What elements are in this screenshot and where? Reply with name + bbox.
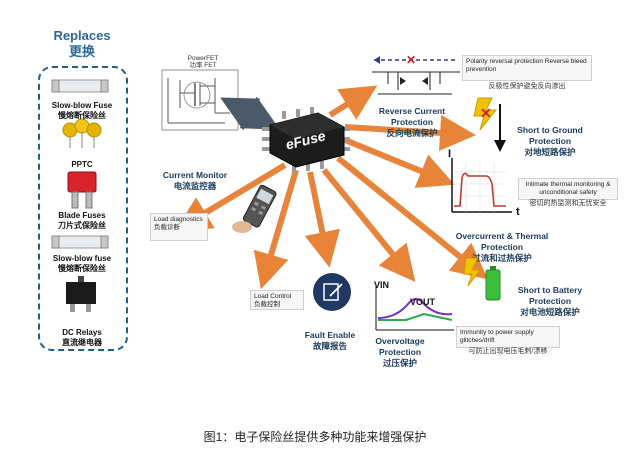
func-short-ground-cn: 对地短路保护: [524, 147, 576, 157]
blade-fuse-icon: [67, 171, 97, 209]
func-overcurrent-en: Overcurrent & Thermal Protection: [455, 231, 549, 252]
note-load-control-en: Load Control: [254, 293, 292, 300]
arrow-overvoltage: [321, 168, 416, 282]
overvoltage-graph: [375, 284, 454, 331]
func-current-monitor-cn: 电流监控器: [173, 181, 217, 191]
efuse-chip: eFuse: [262, 107, 350, 173]
func-short-battery-cn: 对电池短路保护: [520, 307, 580, 317]
note-load-diagnostics-cn: 负载诊断: [154, 224, 180, 231]
replaces-title-en: Replaces: [53, 28, 111, 43]
func-fault-enable-en: Fault Enable: [304, 330, 356, 340]
powerfet-label: PowerFET 功率 FET: [168, 55, 238, 69]
note-load-diagnostics: Load diagnostics 负载诊断: [150, 213, 208, 241]
func-overvoltage-cn: 过压保护: [382, 358, 417, 368]
arrow-overcurrent: [343, 137, 455, 188]
arrow-short-ground: [344, 114, 476, 151]
replaces-title: Replaces 更换: [34, 28, 130, 60]
arrow-load-control: [253, 169, 299, 290]
func-overcurrent: Overcurrent & Thermal Protection 过流和过热保护: [452, 231, 552, 264]
note-thermal-cn: 密切的热监测和无忧安全: [529, 200, 607, 207]
figure-caption: 图1：电子保险丝提供多种功能来增强保护: [203, 430, 427, 444]
error-x-icon: ✕: [480, 105, 492, 121]
func-overvoltage-en: Overvoltage Protection: [375, 336, 425, 357]
meter-icon: [242, 184, 277, 228]
component-label-slow-blow-fuse-2: Slow-blow fuse 慢熔断保险丝: [52, 254, 112, 273]
func-reverse-current-cn: 反向电流保护: [386, 128, 438, 138]
arrows-layer: [174, 85, 488, 290]
func-short-ground: Short to Ground Protection 对地短路保护: [508, 125, 592, 158]
component-label-slow-blow-fuse: Slow-blow Fuse 慢熔断保险丝: [51, 101, 113, 120]
func-short-battery-en: Short to Battery Protection: [517, 285, 583, 306]
note-load-control: Load Control 负载控制: [250, 290, 304, 310]
func-short-battery: Short to Battery Protection 对电池短路保护: [500, 285, 600, 318]
glass-fuse-icon: [51, 79, 109, 93]
graph-vout-label: VOUT: [410, 297, 436, 307]
down-arrow-icon: [494, 140, 506, 152]
lightning-icon: [473, 97, 498, 131]
func-overvoltage: Overvoltage Protection 过压保护: [360, 336, 440, 369]
replaced-components-art: [51, 79, 109, 312]
hand-icon: [232, 221, 252, 233]
fault-enable-graphic: [313, 273, 351, 311]
short-battery-graphic: [463, 257, 501, 301]
arrow-reverse-current: [328, 85, 378, 120]
note-immunity-cn: 可防止出现电压毛刺/漂移: [468, 348, 548, 355]
reverse-current-schematic: ✕: [372, 53, 460, 95]
relay-icon: [66, 276, 96, 312]
replaces-title-cn: 更换: [68, 44, 95, 59]
func-short-ground-en: Short to Ground Protection: [517, 125, 583, 146]
graph-time-axis-label: t: [516, 206, 520, 218]
arrow-fault-enable: [304, 171, 341, 268]
func-reverse-current: Reverse Current Protection 反向电流保护: [372, 106, 452, 139]
powerfet-label-en: PowerFET: [187, 55, 219, 62]
arrow-short-battery: [336, 155, 488, 280]
note-polarity: Polarity reversal protection Reverse ble…: [462, 55, 592, 81]
powerfet-label-cn: 功率 FET: [189, 62, 217, 69]
graph-current-axis-label: I: [448, 148, 452, 160]
note-load-control-cn: 负载控制: [254, 301, 280, 308]
note-load-diagnostics-en: Load diagnostics: [154, 216, 203, 223]
glass-fuse-2-icon: [51, 235, 109, 249]
battery-icon: [485, 269, 501, 301]
short-ground-graphic: ✕: [473, 97, 506, 152]
graph-vin-label: VIN: [374, 280, 390, 290]
component-label-blade-fuses: Blade Fuses 刀片式保险丝: [58, 211, 106, 230]
lightning-battery-icon: [463, 257, 481, 287]
func-fault-enable: Fault Enable 故障报告: [290, 330, 370, 352]
component-label-dc-relays: DC Relays 直流继电器: [62, 328, 102, 347]
fault-report-icon: [313, 273, 351, 311]
powerfet-arrow-back: [238, 96, 280, 130]
func-current-monitor: Current Monitor 电流监控器: [155, 170, 235, 192]
pptc-icon: [62, 118, 102, 148]
func-fault-enable-cn: 故障报告: [312, 341, 347, 351]
note-thermal: Intimate thermal monitoring & unconditio…: [518, 178, 618, 200]
component-label-pptc: PPTC: [71, 160, 93, 169]
replaces-panel: [38, 66, 128, 351]
arrow-current-monitor: [174, 162, 287, 232]
svg-text:✕: ✕: [406, 53, 416, 67]
note-polarity-cn: 反极性保护避免反向渗出: [488, 83, 566, 90]
func-reverse-current-en: Reverse Current Protection: [378, 106, 446, 127]
overcurrent-graph: [451, 158, 512, 213]
func-overcurrent-cn: 过流和过热保护: [472, 253, 532, 263]
current-monitor-graphic: [232, 184, 277, 233]
note-immunity: Immunity to power supply glitches/drift: [456, 326, 560, 348]
func-current-monitor-en: Current Monitor: [162, 170, 228, 180]
powerfet-schematic: [161, 69, 239, 131]
